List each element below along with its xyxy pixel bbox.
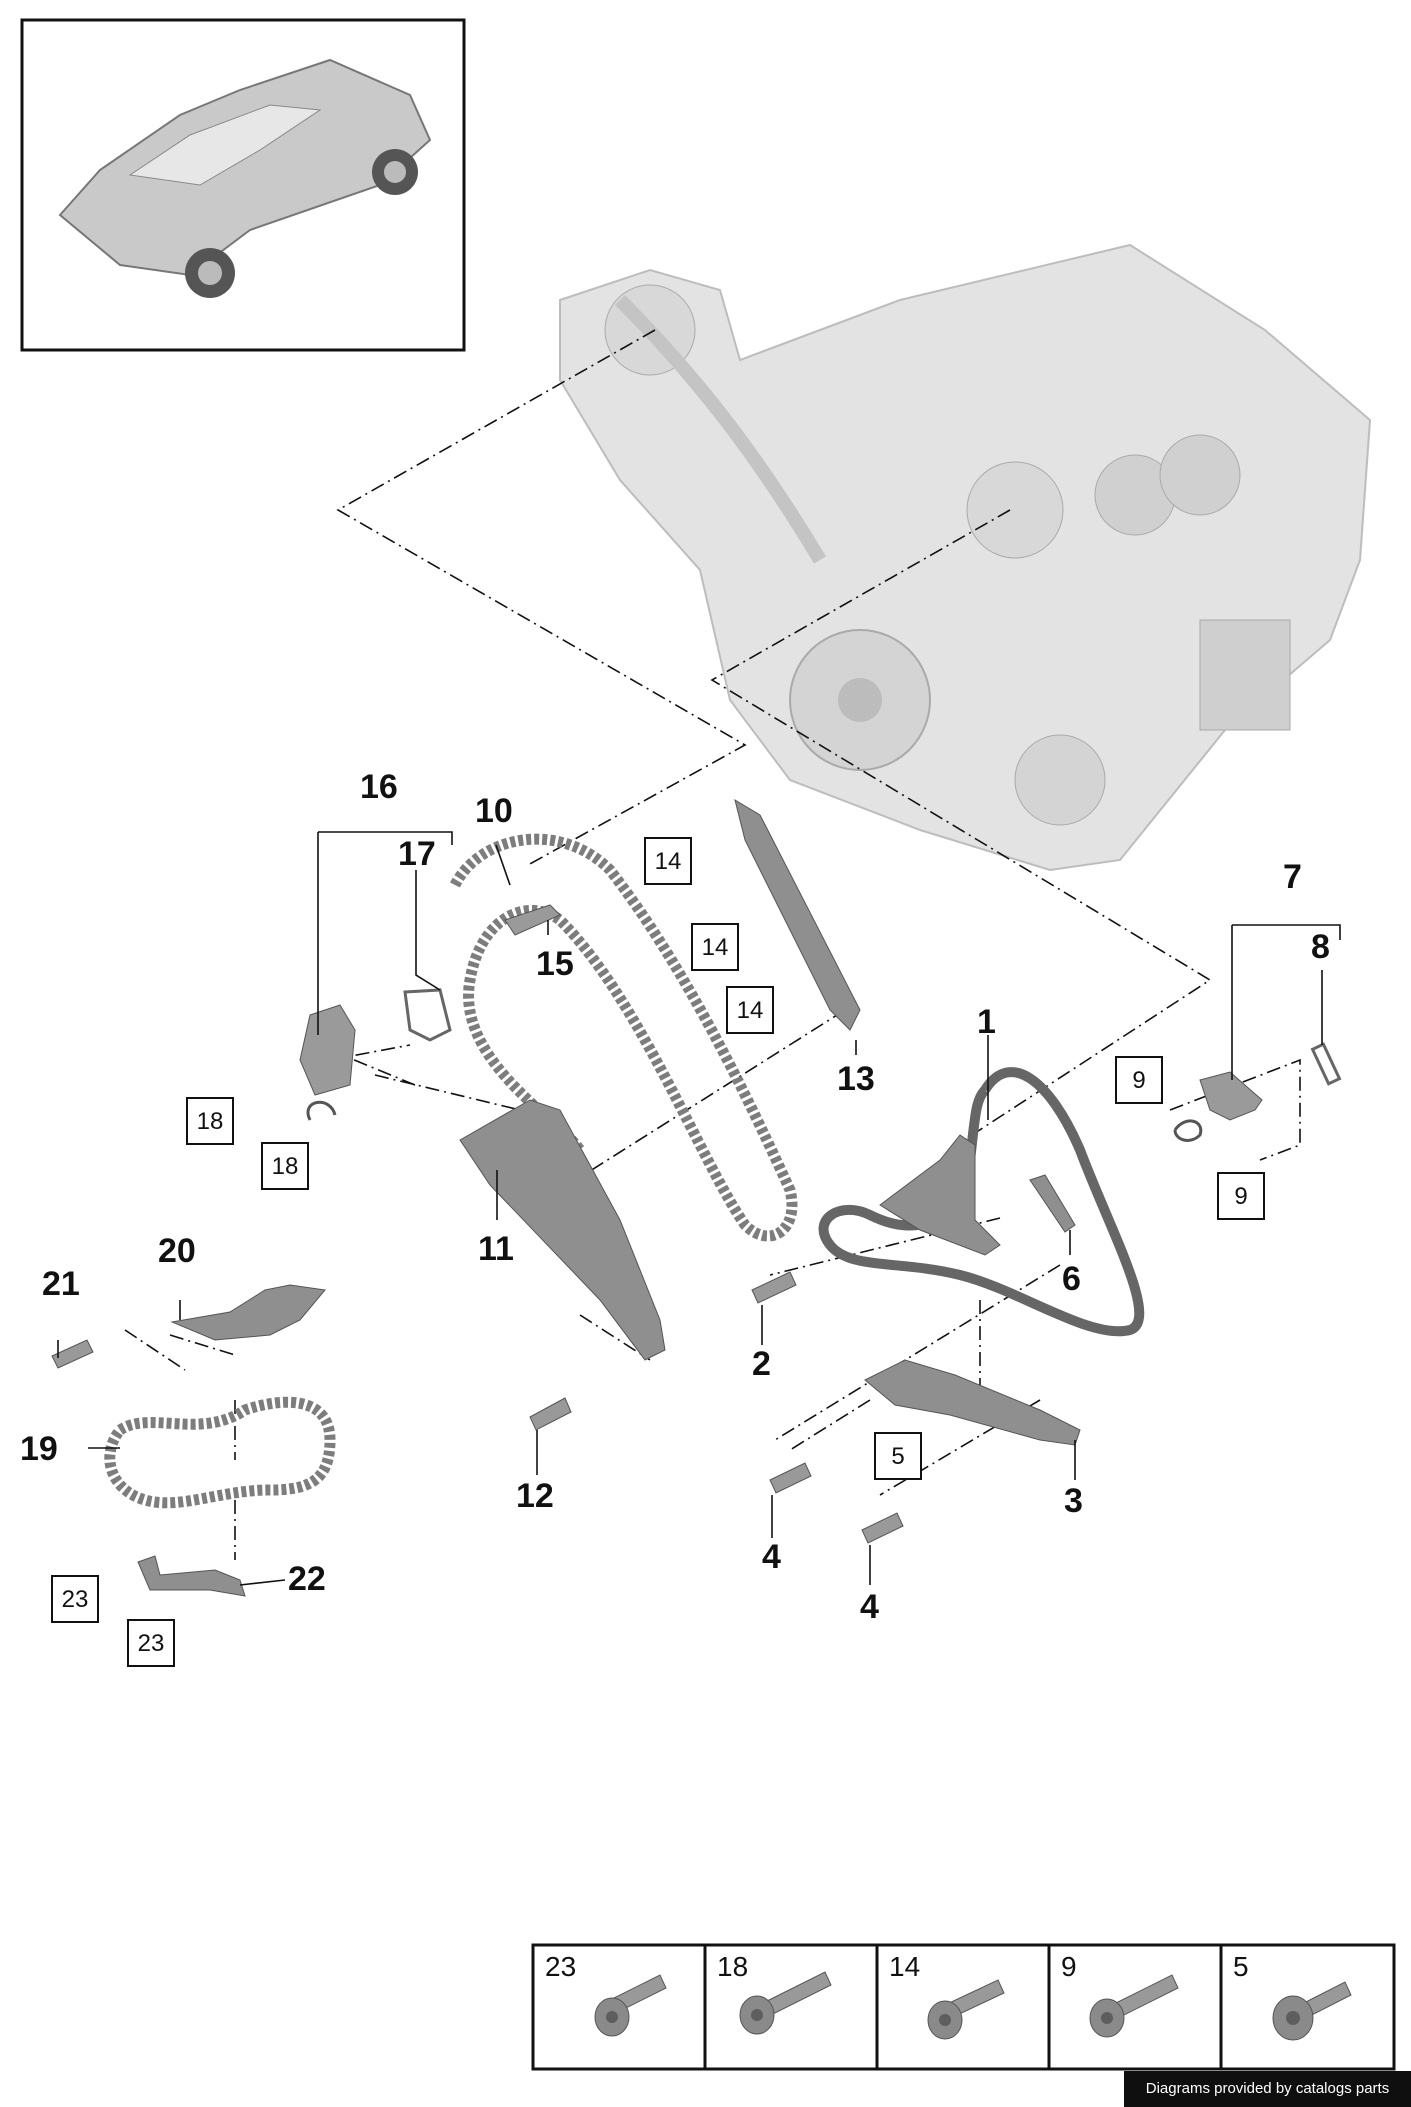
chain-tensioner-16	[299, 1004, 356, 1121]
chain-tensioner-7	[1173, 1071, 1263, 1142]
tensioner-guide	[879, 1134, 1001, 1256]
credit-banner: Diagrams provided by catalogs parts	[1124, 2071, 1411, 2107]
chain-guide-3	[864, 1359, 1081, 1446]
callout-7: 7	[1283, 858, 1302, 896]
bolt-icon-23	[594, 1974, 667, 2037]
callout-16: 16	[360, 768, 398, 806]
callout-8: 8	[1311, 928, 1330, 966]
bolt-12	[529, 1397, 572, 1431]
legend-cell-5: 5	[1233, 1951, 1249, 1982]
legend-cell-9: 9	[1061, 1951, 1077, 1982]
callout-17: 17	[398, 835, 436, 873]
callout-4a: 4	[762, 1538, 781, 1576]
callout-10: 10	[475, 792, 513, 830]
timing-chain-10	[450, 833, 798, 1242]
seal-ring-8	[1310, 1042, 1342, 1086]
bolt-icon-5	[1272, 1981, 1352, 2041]
box-ref-23a: 23	[62, 1586, 89, 1613]
bolt-icon-14	[927, 1979, 1005, 2040]
box-ref-23b: 23	[138, 1630, 165, 1657]
box-ref-14b: 14	[702, 934, 729, 961]
callout-6: 6	[1062, 1260, 1081, 1298]
box-ref-18a: 18	[197, 1108, 224, 1135]
callout-3: 3	[1064, 1482, 1083, 1520]
bolt-4a	[769, 1462, 812, 1494]
legend-cell-18: 18	[717, 1951, 748, 1982]
chain-guide-22	[137, 1555, 246, 1597]
legend-cell-14: 14	[889, 1951, 920, 1982]
box-ref-9b: 9	[1234, 1183, 1247, 1210]
box-ref-9a: 9	[1132, 1067, 1145, 1094]
engine-block	[559, 243, 1372, 872]
legend-cell-23: 23	[545, 1951, 576, 1982]
callout-15: 15	[536, 945, 574, 983]
chain-guide-13	[734, 798, 861, 1031]
vehicle-thumbnail	[20, 18, 466, 352]
seal-ring-17	[403, 988, 452, 1042]
callout-19: 19	[20, 1430, 58, 1468]
box-ref-14c: 14	[737, 997, 764, 1024]
callout-12: 12	[516, 1477, 554, 1515]
bolt-icon-18	[739, 1971, 832, 2035]
callout-13: 13	[837, 1060, 875, 1098]
tensioner-rail-11	[459, 1099, 666, 1361]
callout-11: 11	[478, 1230, 514, 1268]
callout-1: 1	[977, 1003, 996, 1041]
bolt-icon-9	[1089, 1974, 1179, 2038]
box-ref-18b: 18	[272, 1153, 299, 1180]
callout-21: 21	[42, 1265, 80, 1303]
chain-guide-20	[170, 1284, 326, 1341]
callout-labels: 1 2 3 4 4 6 7 8 10 11 12 13 15 16 17 19 …	[20, 768, 1330, 1626]
bolt-legend-table: 23 18 14 9 5	[531, 1943, 1396, 2071]
timing-chain-19	[104, 1396, 336, 1509]
box-ref-14a: 14	[655, 848, 682, 875]
callout-4b: 4	[860, 1588, 879, 1626]
callout-22: 22	[288, 1560, 326, 1598]
callout-2: 2	[752, 1345, 771, 1383]
bolt-21	[51, 1339, 94, 1369]
timing-chain-1	[818, 1067, 1145, 1337]
callout-20: 20	[158, 1232, 196, 1270]
bolt-2	[751, 1271, 797, 1304]
chain-guide-6	[1029, 1174, 1076, 1233]
bolt-4b	[861, 1512, 904, 1544]
box-ref-5: 5	[891, 1443, 904, 1470]
chain-guide-15	[504, 904, 561, 936]
callout-leaders	[57, 831, 1341, 1586]
boxed-refs: 14 14 14 18 18 9 9 5 23 23	[51, 837, 1265, 1667]
